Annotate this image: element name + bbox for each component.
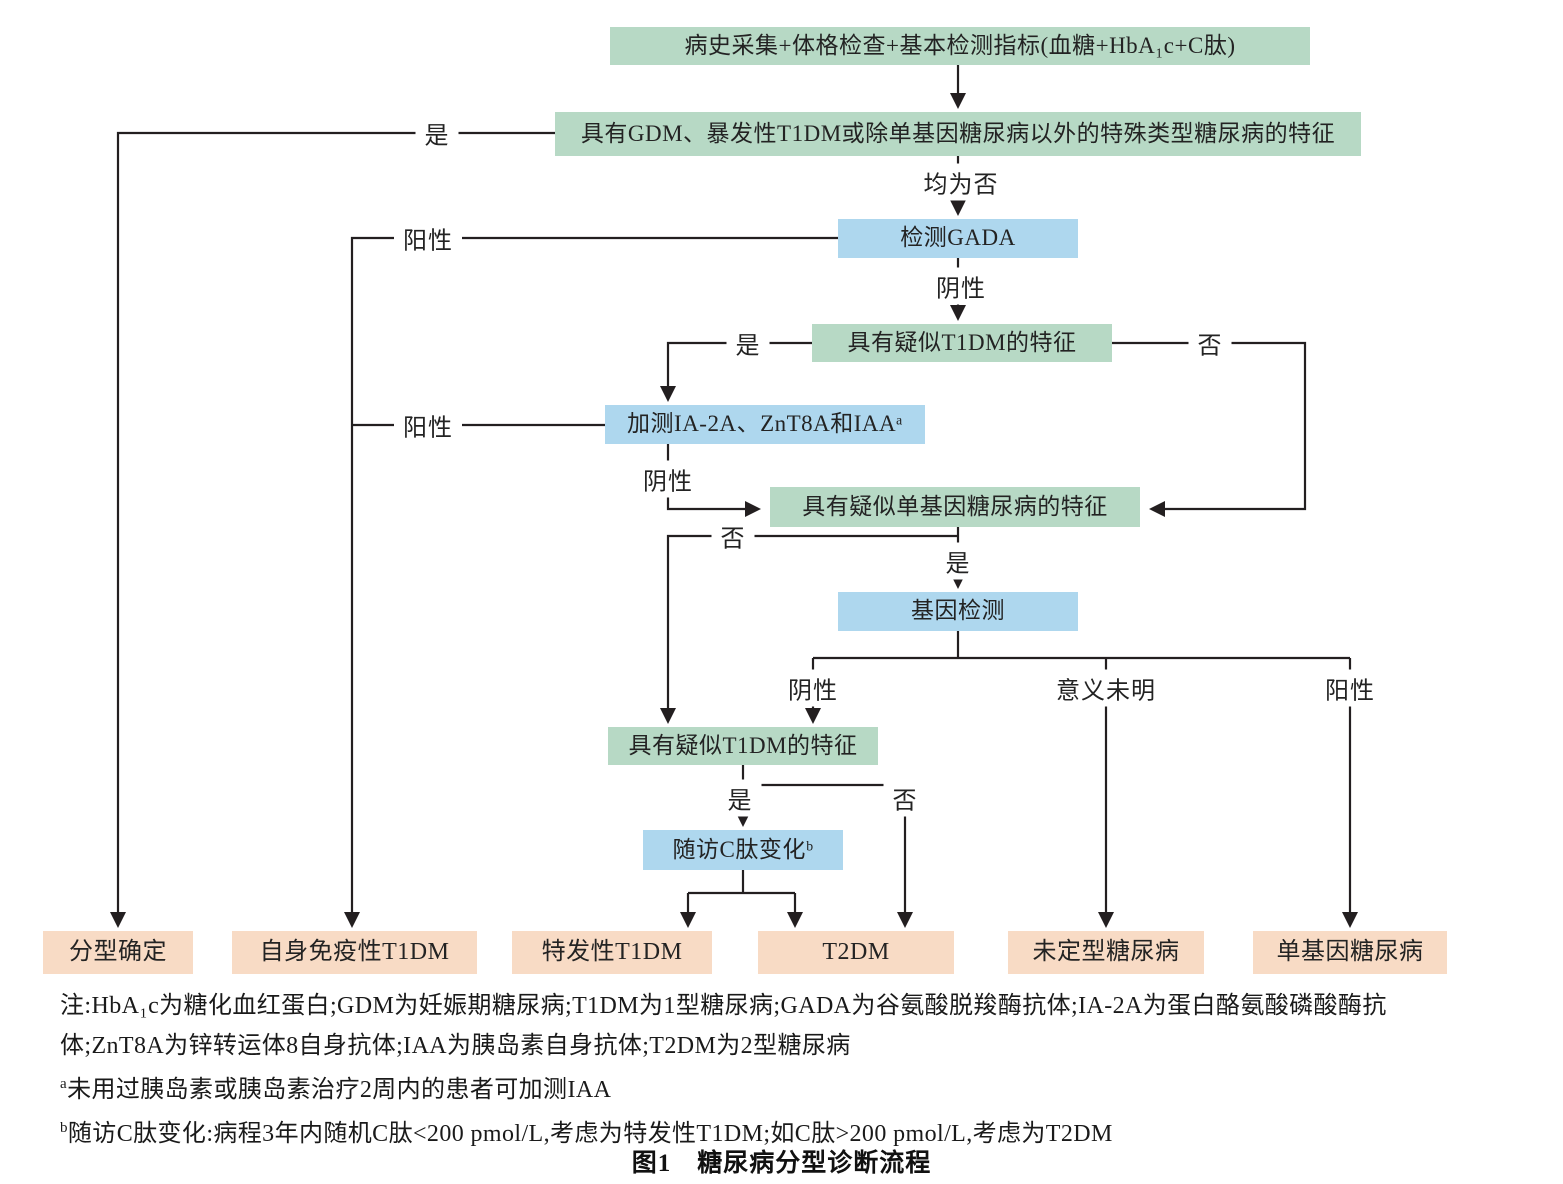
edge-label-positive-3: 阳性 (1316, 669, 1384, 707)
node-t1dm-features-1: 具有疑似T1DM的特征 (812, 324, 1112, 362)
edge-label-no-3: 否 (711, 517, 755, 555)
node-gene-test: 基因检测 (838, 592, 1078, 631)
footnote-a-marker: a (60, 1076, 68, 1092)
edge-label-all-no: 均为否 (914, 163, 1008, 201)
edge-label-no-2: 否 (1188, 324, 1232, 362)
node-t1dm-features-2: 具有疑似T1DM的特征 (608, 727, 878, 765)
edge-label-yes-4: 是 (718, 779, 762, 817)
edge-label-yes-3: 是 (936, 542, 980, 580)
outcome-idiopathic-t1dm: 特发性T1DM (512, 931, 712, 974)
figure-caption-title: 糖尿病分型诊断流程 (697, 1150, 932, 1177)
edge-gada-positive-to-autoimmune (344, 236, 838, 928)
outcome-monogenic-dm: 单基因糖尿病 (1253, 931, 1447, 974)
node-monogenic-features: 具有疑似单基因糖尿病的特征 (770, 487, 1140, 527)
node-c-peptide-followup: 随访C肽变化ᵇ (643, 830, 843, 870)
edge-label-positive-2: 阳性 (394, 406, 462, 444)
figure-caption-number: 图1 (631, 1150, 672, 1177)
edge-label-unknown-significance: 意义未明 (1047, 669, 1165, 707)
edge-label-yes-1: 是 (415, 114, 459, 152)
edge-label-negative-3: 阴性 (779, 669, 847, 707)
note-definitions: 注:HbA₁c为糖化血红蛋白;GDM为妊娠期糖尿病;T1DM为1型糖尿病;GAD… (60, 993, 1387, 1059)
node-additional-antibody-test: 加测IA-2A、ZnT8A和IAAᵃ (605, 405, 925, 444)
node-intake: 病史采集+体格检查+基本检测指标(血糖+HbA₁c+C肽) (610, 27, 1310, 65)
edge-label-positive-1: 阳性 (394, 219, 462, 257)
edge-label-no-4: 否 (883, 779, 927, 817)
edge-label-negative-1: 阴性 (927, 267, 995, 305)
note-footnote-b: b随访C肽变化:病程3年内随机C肽<200 pmol/L,考虑为特发性T1DM;… (60, 1114, 1455, 1154)
edge-t1dm1-no-to-monogenic (1112, 341, 1307, 517)
node-gada-test: 检测GADA (838, 219, 1078, 258)
outcome-t2dm: T2DM (758, 931, 954, 974)
footnote-a-text: 未用过胰岛素或胰岛素治疗2周内的患者可加测IAA (67, 1077, 612, 1103)
edge-special-yes-to-typing-confirmed (110, 131, 555, 928)
outcome-undetermined-dm: 未定型糖尿病 (1008, 931, 1204, 974)
figure-caption: 图1 糖尿病分型诊断流程 (0, 1143, 1563, 1179)
figure-notes: 注:HbA₁c为糖化血红蛋白;GDM为妊娠期糖尿病;T1DM为1型糖尿病;GAD… (60, 986, 1455, 1154)
node-special-type-features: 具有GDM、暴发性T1DM或除单基因糖尿病以外的特殊类型糖尿病的特征 (555, 112, 1361, 156)
edge-monogenic-no-to-t1dm2 (660, 534, 958, 724)
outcome-typing-confirmed: 分型确定 (43, 931, 193, 974)
footnote-b-marker: b (60, 1120, 68, 1136)
outcome-autoimmune-t1dm: 自身免疫性T1DM (232, 931, 477, 974)
edge-label-negative-2: 阴性 (634, 460, 702, 498)
footnote-b-text: 随访C肽变化:病程3年内随机C肽<200 pmol/L,考虑为特发性T1DM;如… (67, 1121, 1113, 1147)
edge-label-yes-2: 是 (726, 324, 770, 362)
note-footnote-a: a未用过胰岛素或胰岛素治疗2周内的患者可加测IAA (60, 1070, 1455, 1110)
